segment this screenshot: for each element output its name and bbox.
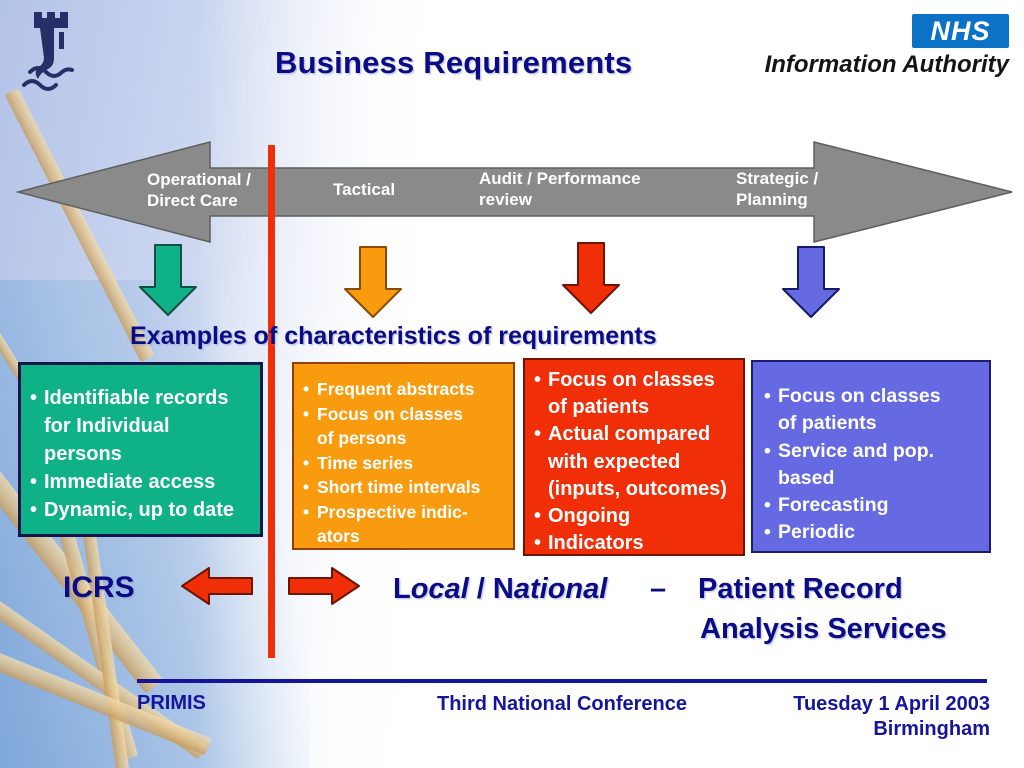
timeline-label-audit: Audit / Performance review — [479, 169, 641, 209]
footer-conference: Third National Conference — [436, 693, 688, 715]
bullet-item: Identifiable records for Individual pers… — [29, 384, 258, 468]
footer-date: Tuesday 1 April 2003 — [793, 693, 990, 715]
castle-logo-icon — [22, 12, 74, 91]
bullet-item: Ongoing — [533, 503, 743, 530]
bullet-item: Service and pop. based — [763, 438, 987, 493]
bullet-item: Forecasting — [763, 492, 987, 520]
bullet-item: Short time intervals — [302, 475, 511, 500]
left-block-arrow-icon — [181, 567, 253, 605]
down-arrow-orange-icon — [344, 246, 402, 318]
footer-date-location: Tuesday 1 April 2003 Birmingham — [793, 692, 990, 742]
bullet-item: Focus on classes of persons — [302, 402, 511, 451]
services-line1: Patient Record — [698, 573, 903, 605]
examples-heading: Examples of characteristics of requireme… — [130, 322, 657, 350]
icrs-label: ICRS — [63, 571, 135, 604]
right-block-arrow-icon — [288, 567, 360, 605]
bullet-item: Dynamic, up to date — [29, 496, 258, 524]
down-arrow-green-icon — [139, 244, 197, 316]
bullet-list: Focus on classes of patientsActual compa… — [533, 367, 743, 558]
local-cap: L — [393, 573, 411, 605]
footer-primis: PRIMIS — [137, 692, 206, 714]
footer-divider — [137, 679, 987, 683]
bullet-item: Focus on classes of patients — [533, 367, 743, 421]
timeline-double-arrow — [15, 141, 1013, 243]
bullet-item: Focus on classes of patients — [763, 383, 987, 438]
operational-characteristics-box: Identifiable records for Individual pers… — [18, 362, 263, 537]
bullet-list: Frequent abstractsFocus on classes of pe… — [302, 377, 511, 549]
national-rest: ational — [513, 573, 608, 605]
timeline-label-operational: Operational / Direct Care — [147, 170, 251, 210]
separator: / — [468, 573, 493, 605]
page-title: Business Requirements — [275, 45, 633, 80]
audit-characteristics-box: Focus on classes of patientsActual compa… — [523, 358, 745, 558]
down-arrow-blue-icon — [782, 246, 840, 318]
national-cap: N — [492, 573, 514, 605]
timeline-label-strategic: Strategic / Planning — [736, 169, 819, 209]
bullet-item: Time series — [302, 451, 511, 476]
bullet-item: Prospective indic- ators — [302, 500, 511, 549]
nhs-logo-text: NHS — [930, 15, 991, 46]
bullet-item: Actual compared with expected (inputs, o… — [533, 421, 743, 503]
footer-city: Birmingham — [873, 718, 990, 740]
nhs-logo: NHS — [912, 14, 1009, 48]
down-arrow-red-icon — [562, 242, 620, 314]
tactical-characteristics-box: Frequent abstractsFocus on classes of pe… — [292, 362, 515, 550]
local-rest: ocal — [410, 573, 469, 605]
bullet-item: Indicators — [533, 530, 743, 557]
services-line2: Analysis Services — [700, 613, 947, 645]
bullet-item: Frequent abstracts — [302, 377, 511, 402]
timeline-label-tactical: Tactical — [333, 180, 396, 199]
strategic-characteristics-box: Focus on classes of patientsService and … — [751, 360, 991, 553]
local-national-label: Local / National — [393, 573, 607, 606]
bullet-list: Focus on classes of patientsService and … — [763, 383, 987, 547]
red-divider-line — [268, 145, 275, 658]
nhs-authority-label: Information Authority — [764, 51, 1009, 78]
bullet-item: Immediate access — [29, 468, 258, 496]
bullet-list: Identifiable records for Individual pers… — [29, 384, 258, 524]
bullet-item: Periodic — [763, 519, 987, 547]
dash-label: – — [650, 573, 667, 605]
